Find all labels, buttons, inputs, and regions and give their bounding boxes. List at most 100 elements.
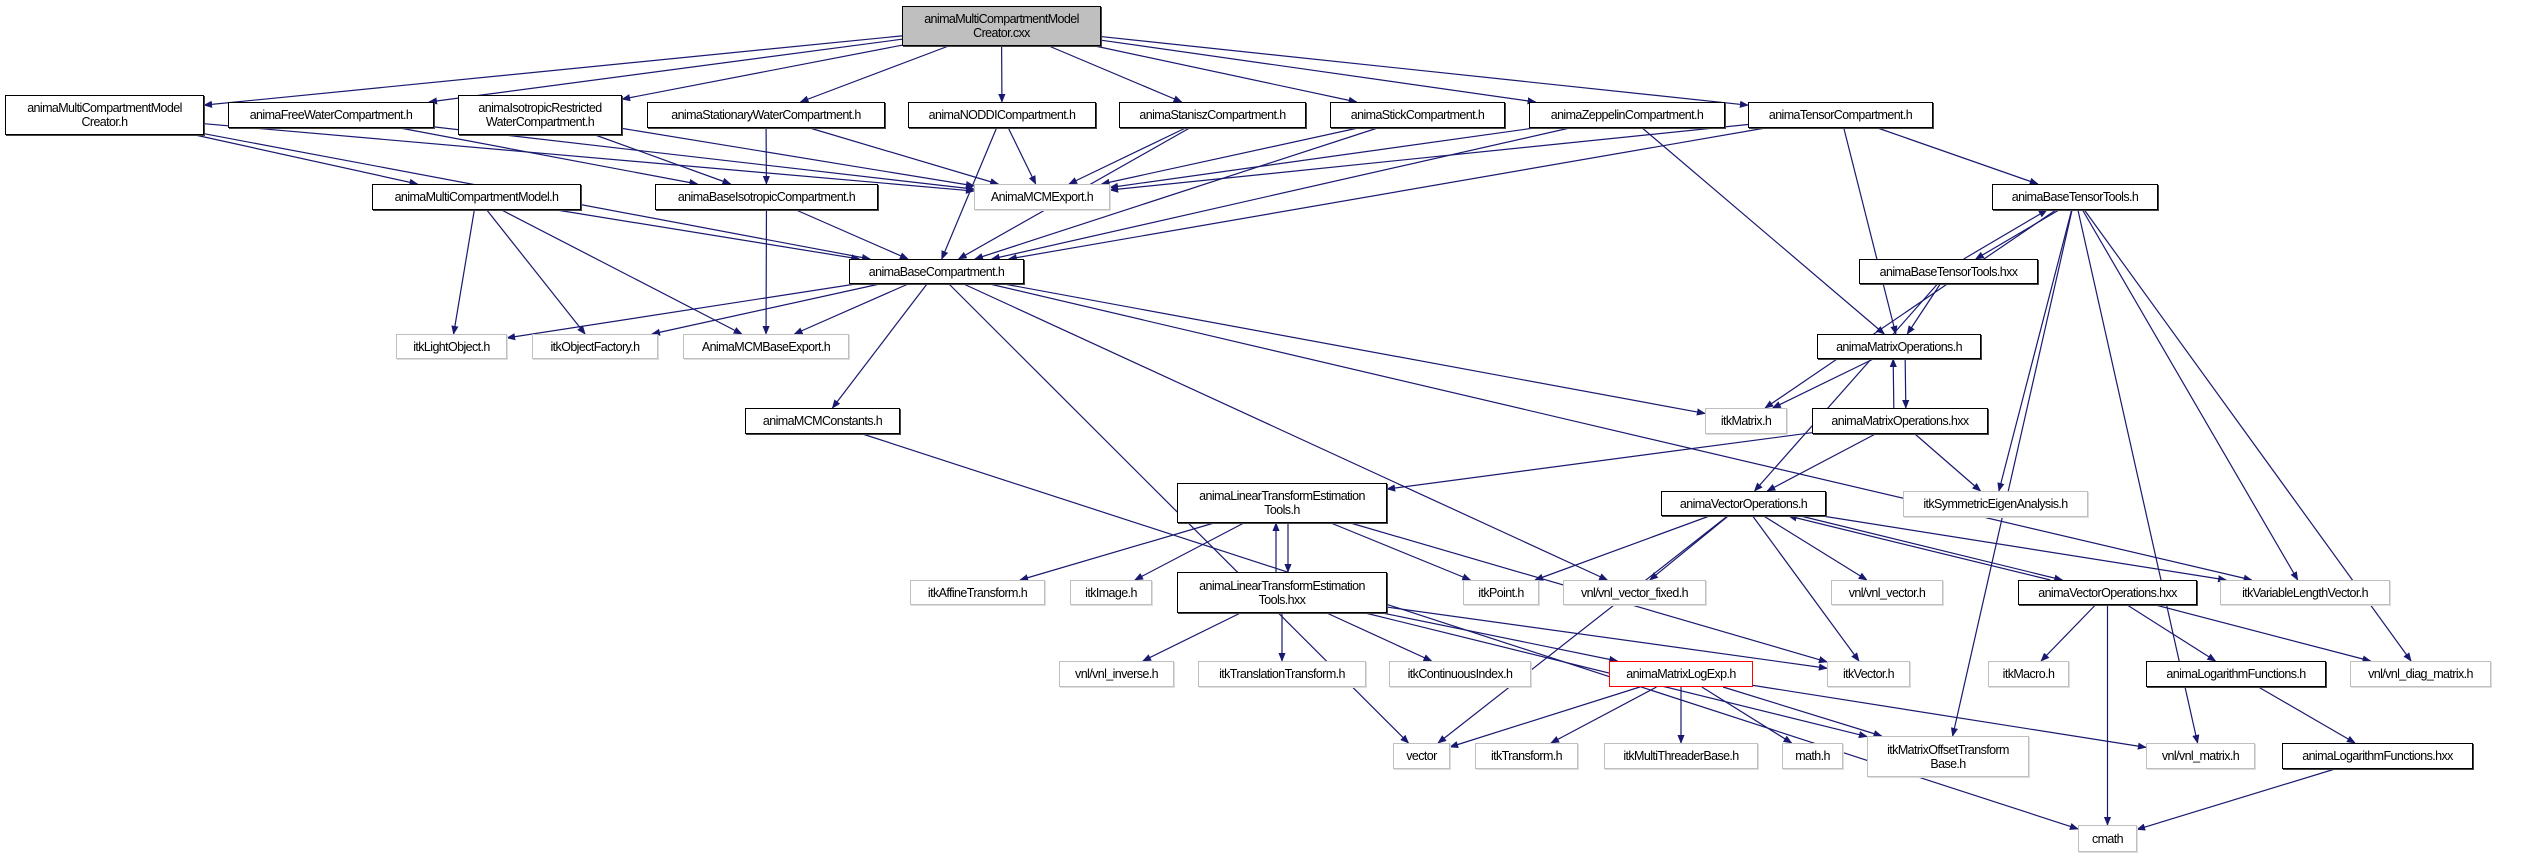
edge-mcmodel-to-basecomp: [556, 209, 861, 262]
edge-freewater-to-baseiso: [399, 127, 699, 187]
edge-matrixops_h-to-itkmatrix: [1771, 358, 1874, 409]
graph-node-itkmatrix[interactable]: itkMatrix.h: [1705, 408, 1787, 434]
edge-tensor-to-basecomp: [1007, 127, 1766, 262]
graph-node-isorestricted[interactable]: animaIsotropicRestricted WaterCompartmen…: [458, 95, 622, 135]
graph-node-vnlmatrix[interactable]: vnl/vnl_matrix.h: [2146, 743, 2255, 769]
graph-node-zeppelin[interactable]: animaZeppelinCompartment.h: [1529, 102, 1725, 128]
edge-matrixops_hxx-to-symeigen: [1914, 433, 1982, 492]
graph-node-itkmacro[interactable]: itkMacro.h: [1988, 661, 2069, 687]
edge-tensor-to-basetensor_h: [1877, 127, 2039, 185]
edge-freewater-to-mcmexport: [433, 126, 975, 192]
graph-node-itkimage[interactable]: itkImage.h: [1070, 580, 1152, 605]
edge-root-to-mcmcreator_h: [203, 35, 903, 108]
graph-node-itktransform[interactable]: itkTransform.h: [1475, 743, 1578, 769]
edge-baseiso-to-basecomp: [795, 209, 909, 260]
edge-lte_hxx-to-itkvector: [1386, 606, 1828, 671]
edge-vectorops_hxx-to-vectorops_h: [1787, 514, 2051, 581]
edge-isorestricted-to-baseiso: [595, 134, 732, 185]
graph-node-vectorops-hxx[interactable]: animaVectorOperations.hxx: [2018, 580, 2197, 605]
edge-basetensor_h-to-symeigen: [1997, 209, 2073, 492]
edge-root-to-stationary: [799, 45, 949, 103]
graph-node-lightobject[interactable]: itkLightObject.h: [396, 334, 507, 359]
graph-node-varlenvec[interactable]: itkVariableLengthVector.h: [2220, 580, 2390, 605]
graph-node-affine[interactable]: itkAffineTransform.h: [910, 580, 1045, 605]
edge-root-to-stick: [1094, 45, 1358, 104]
graph-node-mcmcreator-h[interactable]: animaMultiCompartmentModel Creator.h: [5, 95, 204, 135]
edge-matrixops_hxx-to-lte_h: [1386, 432, 1813, 492]
edge-matrixops_hxx-to-matrixops_h: [1889, 358, 1897, 409]
graph-node-lte-h[interactable]: animaLinearTransformEstimation Tools.h: [1177, 483, 1387, 523]
graph-node-logfunc-hxx[interactable]: animaLogarithmFunctions.hxx: [2282, 743, 2473, 769]
graph-node-matrixops-hxx[interactable]: animaMatrixOperations.hxx: [1812, 408, 1988, 434]
graph-node-vnlvecfixed[interactable]: vnl/vnl_vector_fixed.h: [1563, 580, 1706, 605]
edge-basecomp-to-objectfactory: [651, 283, 880, 336]
graph-node-math[interactable]: math.h: [1782, 743, 1843, 769]
graph-node-tensor[interactable]: animaTensorCompartment.h: [1748, 102, 1933, 128]
graph-node-contindex[interactable]: itkContinuousIndex.h: [1389, 661, 1531, 687]
graph-node-vectorops-h[interactable]: animaVectorOperations.h: [1661, 491, 1826, 516]
graph-node-freewater[interactable]: animaFreeWaterCompartment.h: [228, 102, 434, 128]
edge-basetensor_h-to-varlenvec: [2082, 209, 2299, 581]
edge-root-to-isorestricted: [621, 44, 903, 102]
edge-matrixlogexp-to-matoffset: [1722, 686, 1883, 738]
edge-vectorops_h-to-itkpoint: [1534, 515, 1710, 581]
edge-lte_hxx-to-vnlinverse: [1142, 612, 1241, 662]
edge-vectorops_hxx-to-logfunc_h: [2126, 604, 2217, 662]
graph-node-itkvector[interactable]: itkVector.h: [1827, 661, 1910, 687]
edge-matrixlogexp-to-vector: [1449, 686, 1641, 748]
edge-matrixlogexp-to-itktransform: [1550, 686, 1657, 744]
graph-node-itkpoint[interactable]: itkPoint.h: [1463, 580, 1539, 605]
edge-vectorops_h-to-vectorops_hxx: [1800, 515, 2064, 582]
graph-node-mcmodel[interactable]: animaMultiCompartmentModel.h: [372, 184, 581, 210]
edge-stick-to-mcmexport: [1100, 127, 1359, 186]
graph-node-basetensor-h[interactable]: animaBaseTensorTools.h: [1992, 184, 2158, 210]
edge-tensor-to-mcmexport: [1109, 123, 1749, 193]
edge-root-to-tensor: [1100, 35, 1749, 108]
graph-node-stationary[interactable]: animaStationaryWaterCompartment.h: [647, 102, 885, 128]
graph-node-logfunc-h[interactable]: animaLogarithmFunctions.h: [2146, 661, 2326, 687]
graph-node-symeigen[interactable]: itkSymmetricEigenAnalysis.h: [1903, 491, 2088, 517]
edge-mcmodel-to-mcmbaseexport: [501, 209, 743, 335]
graph-node-vnldiag[interactable]: vnl/vnl_diag_matrix.h: [2350, 661, 2491, 687]
edge-basetensor_hxx-to-matrixops_h: [1906, 283, 1941, 335]
graph-node-vnlinverse[interactable]: vnl/vnl_inverse.h: [1059, 661, 1174, 687]
graph-node-cmath[interactable]: cmath: [2078, 825, 2137, 852]
graph-node-lte-hxx[interactable]: animaLinearTransformEstimation Tools.hxx: [1177, 572, 1387, 613]
graph-node-translation[interactable]: itkTranslationTransform.h: [1198, 661, 1366, 687]
edge-vectorops_h-to-varlenvec: [1822, 515, 2228, 583]
graph-node-mcmexport[interactable]: AnimaMCMExport.h: [974, 184, 1110, 210]
graph-node-root[interactable]: animaMultiCompartmentModel Creator.cxx: [902, 6, 1101, 46]
graph-node-basecomp[interactable]: animaBaseCompartment.h: [849, 259, 1024, 284]
edge-vectorops_h-to-vnlvecfixed: [1649, 515, 1729, 581]
edge-basecomp-to-itkmatrix: [1004, 283, 1706, 416]
graph-node-multithreader[interactable]: itkMultiThreaderBase.h: [1604, 743, 1758, 769]
graph-node-objectfactory[interactable]: itkObjectFactory.h: [532, 334, 658, 359]
edge-basetensor_hxx-to-basetensor_h: [1963, 209, 2048, 260]
edge-lte_h-to-itkimage: [1134, 522, 1245, 581]
graph-node-baseiso[interactable]: animaBaseIsotropicCompartment.h: [655, 184, 878, 210]
edge-mcmcreator_h-to-mcmexport: [203, 123, 975, 194]
edge-zeppelin-to-matrixops_h: [1641, 127, 1885, 335]
edge-stick-to-basecomp: [974, 127, 1378, 260]
graph-node-matoffset[interactable]: itkMatrixOffsetTransform Base.h: [1867, 736, 2029, 777]
edge-noddi-to-mcmexport: [1007, 127, 1037, 185]
edge-isorestricted-to-mcmexport: [621, 127, 975, 189]
graph-node-matrixops-h[interactable]: animaMatrixOperations.h: [1817, 334, 1981, 359]
graph-node-basetensor-hxx[interactable]: animaBaseTensorTools.hxx: [1859, 259, 2038, 284]
graph-node-vnlvector[interactable]: vnl/vnl_vector.h: [1831, 580, 1943, 605]
graph-node-mcmconstants[interactable]: animaMCMConstants.h: [745, 408, 900, 434]
edge-mcmodel-to-lightobject: [451, 209, 475, 335]
graph-node-noddi[interactable]: animaNODDICompartment.h: [908, 102, 1096, 128]
edge-basetensor_h-to-itkmatrix: [1764, 209, 2057, 409]
graph-node-matrixlogexp[interactable]: animaMatrixLogExp.h: [1609, 661, 1753, 687]
graph-node-vector[interactable]: vector: [1393, 743, 1450, 769]
edge-matrixlogexp-to-vnlmatrix: [1752, 684, 2147, 750]
edge-basecomp-to-mcmconstants: [831, 283, 928, 409]
graph-node-stanisz[interactable]: animaStaniszCompartment.h: [1119, 102, 1306, 128]
graph-node-stick[interactable]: animaStickCompartment.h: [1330, 102, 1505, 128]
edge-logfunc_hxx-to-cmath: [2136, 768, 2336, 831]
edge-basecomp-to-lightobject: [506, 283, 856, 341]
graph-node-mcmbaseexport[interactable]: AnimaMCMBaseExport.h: [683, 334, 849, 359]
edge-basecomp-to-vnlvecfixed: [963, 283, 1609, 581]
